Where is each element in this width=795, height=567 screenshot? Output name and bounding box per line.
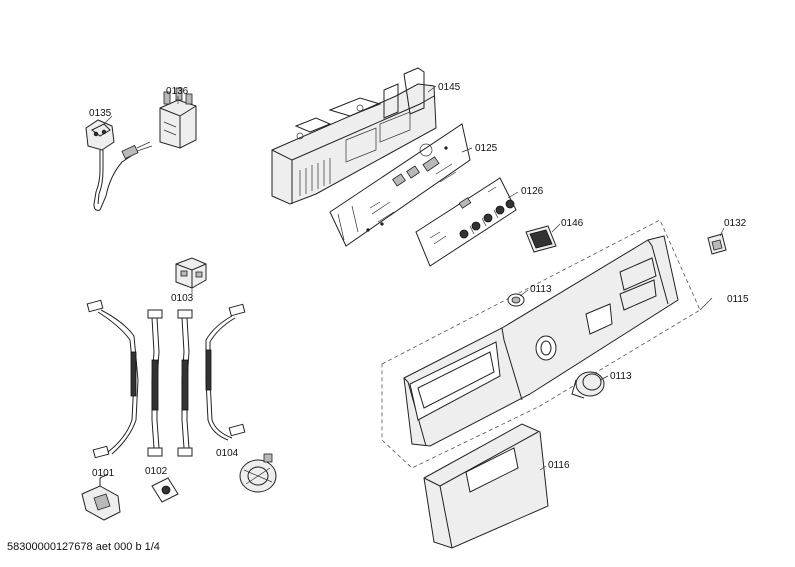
- cable-harness-middle-drawing: [147, 309, 193, 457]
- document-reference-footer: 58300000127678 aet 000 b 1/4: [7, 541, 160, 553]
- cable-harness-left-drawing: [86, 299, 139, 459]
- detergent-drawer-drawing: [423, 423, 549, 549]
- part-label-0103: 0103: [171, 293, 194, 304]
- part-label-0146: 0146: [561, 218, 584, 229]
- part-label-0136: 0136: [166, 86, 189, 97]
- part-label-0116: 0116: [548, 460, 570, 471]
- selector-knob-small-drawing: [507, 293, 525, 307]
- part-label-0104: 0104: [216, 448, 239, 459]
- part-label-0102: 0102: [145, 466, 168, 477]
- part-label-0132: 0132: [724, 218, 747, 229]
- display-board-drawing: [415, 177, 517, 267]
- pump-part-drawing: [151, 477, 179, 503]
- part-label-0145: 0145: [438, 82, 461, 93]
- power-board-drawing: [329, 123, 471, 247]
- control-housing-drawing: [271, 67, 437, 205]
- part-label-0126: 0126: [521, 186, 544, 197]
- power-cord-drawing: [85, 119, 153, 211]
- part-label-0135: 0135: [89, 108, 112, 119]
- part-label-0113-small: 0113: [530, 284, 552, 295]
- interference-filter-drawing: [159, 87, 197, 149]
- fascia-panel-drawing: [381, 219, 701, 469]
- part-label-0101: 0101: [92, 468, 115, 479]
- clip-drawing: [707, 233, 727, 255]
- selector-knob-large-drawing: [571, 371, 605, 399]
- sensor-part-drawing: [81, 473, 121, 521]
- part-label-0113-large: 0113: [610, 371, 632, 382]
- leader-lines: [103, 85, 725, 471]
- pressure-switch-drawing: [239, 453, 277, 493]
- part-label-0115: 0115: [727, 294, 749, 305]
- cable-harness-right-drawing: [205, 303, 246, 441]
- part-label-0125: 0125: [475, 143, 498, 154]
- display-window-drawing: [525, 225, 557, 253]
- door-lock-drawing: [175, 257, 207, 289]
